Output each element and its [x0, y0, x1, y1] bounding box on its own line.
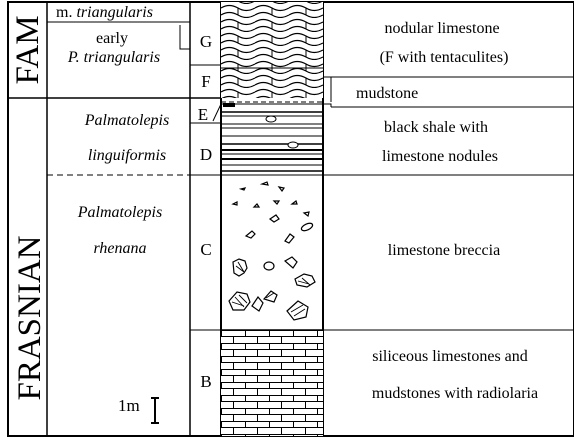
bed-label-f: F [201, 72, 210, 91]
breccia-clasts [229, 182, 315, 320]
stage-label-fam: FAM [10, 15, 46, 84]
stage-label-frasnian: FRASNIAN [12, 235, 48, 400]
zone-label-palmatolepis-1: Palmatolepis [84, 112, 169, 129]
bed-label-d: D [200, 145, 212, 164]
bed-label-e: E [198, 105, 208, 124]
leader-triangularis [180, 25, 190, 49]
zone-label-linguiformis: linguiformis [88, 147, 166, 164]
desc-limestone-nodules: limestone nodules [382, 148, 498, 165]
desc-black-shale: black shale with [384, 119, 488, 136]
zone-label-m-triangularis: m.triangularis [56, 4, 153, 21]
bed-label-b: B [200, 372, 211, 391]
bed-label-g: G [200, 32, 212, 51]
desc-siliceous-limestones: siliceous limestones and [372, 348, 528, 365]
nodular-limestone-pattern [221, 2, 323, 98]
scale-bar-label: 1m [118, 396, 140, 415]
limestone-nodule [288, 142, 298, 148]
bed-label-c: C [200, 240, 211, 259]
limestone-nodule [266, 116, 276, 122]
zone-label-p-triangularis: P. triangularis [67, 49, 160, 66]
desc-mudstone: mudstone [356, 85, 418, 102]
desc-tentaculites: (F with tentaculites) [380, 49, 509, 66]
desc-radiolaria: mudstones with radiolaria [372, 385, 538, 402]
zone-label-early: early [96, 30, 128, 47]
siliceous-limestone-pattern [221, 330, 323, 436]
scale-bar [151, 398, 159, 423]
desc-limestone-breccia: limestone breccia [388, 242, 500, 259]
desc-nodular-limestone: nodular limestone [384, 20, 499, 37]
zone-label-rhenana: rhenana [93, 240, 146, 257]
zone-label-palmatolepis-2: Palmatolepis [77, 204, 162, 221]
